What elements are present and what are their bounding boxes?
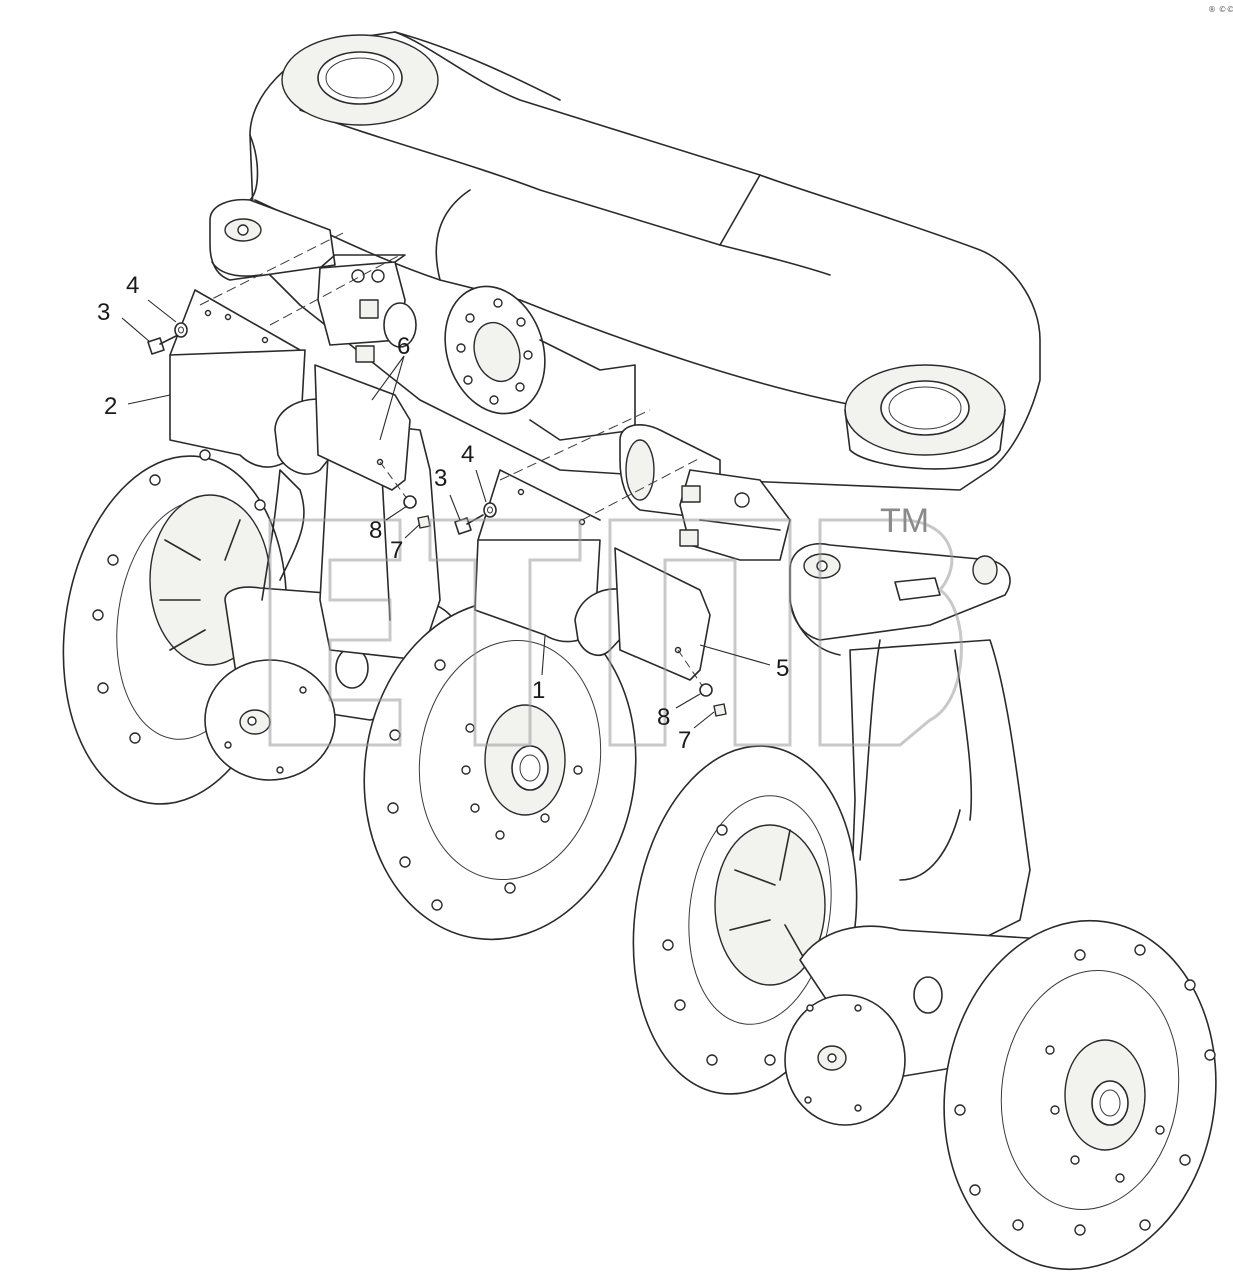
callout-3a: 3	[97, 299, 110, 326]
bolt-3a	[147, 337, 165, 355]
beam-center-flange	[444, 285, 636, 441]
middle-wheel	[363, 599, 637, 941]
washer-4b	[483, 502, 497, 518]
right-valve-block	[619, 424, 791, 561]
right-front-wheel	[943, 919, 1217, 1271]
right-pivot-arm	[789, 543, 1011, 656]
nut-7a	[417, 515, 431, 529]
callout-4a: 4	[126, 272, 139, 299]
watermark-logo: TM	[268, 502, 963, 747]
callout-8b: 8	[657, 704, 670, 731]
callout-leaders	[121, 299, 771, 729]
right-leg	[849, 639, 1031, 961]
assembly-centerlines	[199, 231, 706, 691]
washer-8b	[699, 683, 713, 697]
washer-8a	[403, 495, 417, 509]
callout-1: 1	[532, 677, 545, 704]
nut-7b	[713, 703, 727, 717]
callout-3b: 3	[434, 465, 447, 492]
washer-4a	[174, 322, 188, 338]
callout-7a: 7	[390, 537, 403, 564]
shield-middle-plate-5	[614, 547, 711, 681]
trademark-mark: TM	[880, 502, 929, 540]
callout-5: 5	[776, 655, 789, 682]
callout-7b: 7	[678, 727, 691, 754]
callout-8a: 8	[369, 517, 382, 544]
fasteners	[147, 322, 727, 717]
callout-labels: 1 2 3 3 4 4 5 6 7 7 8 8	[97, 272, 789, 754]
corner-mark: ® ©©	[1208, 5, 1233, 14]
main-beam	[249, 31, 1041, 491]
callout-4b: 4	[461, 441, 474, 468]
right-rear-wheel	[632, 745, 858, 1095]
callout-6: 6	[397, 333, 410, 360]
callout-2: 2	[104, 393, 117, 420]
left-pivot-arm	[209, 198, 417, 363]
